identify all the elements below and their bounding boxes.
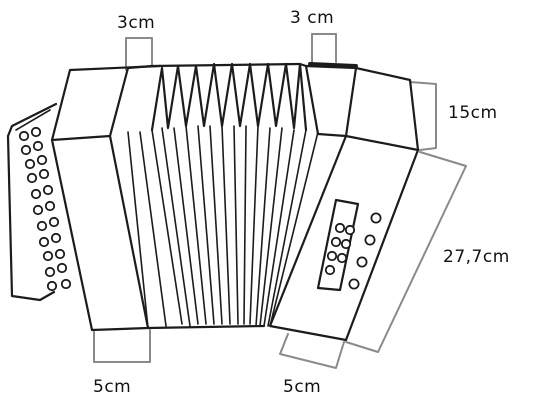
- left-button-key: [48, 216, 60, 228]
- right-end-top-strap: [308, 62, 358, 68]
- left-button-key: [18, 130, 30, 142]
- right-button-key: [330, 236, 342, 248]
- left-button-key: [26, 172, 38, 184]
- left-button-key: [32, 204, 44, 216]
- bellows-fold: [249, 125, 259, 325]
- label-bottom-right-5cm: 5cm: [283, 377, 321, 397]
- right-button-key: [370, 212, 382, 224]
- left-button-key: [42, 184, 54, 196]
- bellows-fold: [139, 131, 167, 327]
- left-button-key: [36, 154, 48, 166]
- dim-bracket-right-upper: [409, 81, 437, 151]
- left-button-key: [56, 262, 68, 274]
- left-button-key: [36, 220, 48, 232]
- right-button-key: [340, 238, 352, 250]
- right-button-key: [334, 222, 346, 234]
- right-button-key: [336, 252, 348, 264]
- bellows-fold: [185, 125, 207, 325]
- dim-bracket-right-lower: [345, 151, 467, 353]
- left-button-key: [38, 168, 50, 180]
- right-button-key: [324, 264, 336, 276]
- bellows-lower-edge: [146, 324, 266, 330]
- bellows-fold: [221, 125, 231, 325]
- left-end-top: [50, 64, 162, 142]
- right-button-key: [364, 234, 376, 246]
- right-button-key: [348, 278, 360, 290]
- left-end-face: [50, 134, 150, 332]
- left-button-key: [50, 232, 62, 244]
- label-right-27-7cm: 27,7cm: [443, 247, 510, 267]
- right-end-side: [304, 64, 348, 138]
- bellows-fold: [197, 125, 215, 325]
- left-button-key: [44, 266, 56, 278]
- left-button-key: [44, 200, 56, 212]
- right-end-face: [268, 134, 420, 342]
- label-bottom-left-5cm: 5cm: [93, 377, 131, 397]
- bellows-fold: [269, 131, 319, 327]
- right-end-top: [304, 64, 420, 152]
- left-button-key: [54, 248, 66, 260]
- bellows-fold: [173, 127, 199, 325]
- bellows-fold: [233, 125, 239, 325]
- label-top-left-3cm: 3cm: [117, 13, 155, 33]
- left-button-key: [20, 144, 32, 156]
- right-button-key: [356, 256, 368, 268]
- bellows-top-edge: [126, 62, 308, 70]
- bellows-fold: [209, 125, 223, 325]
- left-button-key: [60, 278, 72, 290]
- left-button-key: [30, 188, 42, 200]
- bellows-fold: [259, 127, 283, 327]
- right-button-key: [344, 224, 356, 236]
- left-button-key: [30, 126, 42, 138]
- dim-box-top-left: [125, 37, 153, 71]
- dim-box-bottom-right: [279, 333, 345, 369]
- left-button-key: [42, 250, 54, 262]
- bellows-fold: [127, 131, 149, 329]
- left-handle-strap: [6, 102, 58, 302]
- left-handle-inner: [15, 109, 51, 131]
- right-keyboard-panel: [316, 198, 360, 292]
- bellows-fold: [267, 129, 307, 327]
- left-end-side: [108, 66, 130, 138]
- bellows-fold: [151, 129, 183, 325]
- bellows-upper-zigzag: [150, 62, 308, 132]
- bellows-fold: [255, 127, 271, 327]
- left-button-key: [46, 280, 58, 292]
- dim-box-bottom-left: [93, 329, 151, 363]
- label-right-15cm: 15cm: [448, 103, 498, 123]
- left-button-key: [38, 236, 50, 248]
- label-top-right-3cm: 3 cm: [290, 8, 334, 28]
- right-end-upper-edge: [344, 66, 358, 138]
- right-keyboard: [324, 212, 382, 290]
- left-button-key: [32, 140, 44, 152]
- bellows-fold: [263, 129, 295, 327]
- right-button-key: [326, 250, 338, 262]
- bellows-folds: [127, 125, 319, 329]
- left-keyboard: [18, 126, 72, 292]
- dim-box-top-right: [311, 33, 337, 63]
- bellows-fold: [243, 125, 247, 325]
- left-button-key: [24, 158, 36, 170]
- bellows-fold: [161, 127, 191, 327]
